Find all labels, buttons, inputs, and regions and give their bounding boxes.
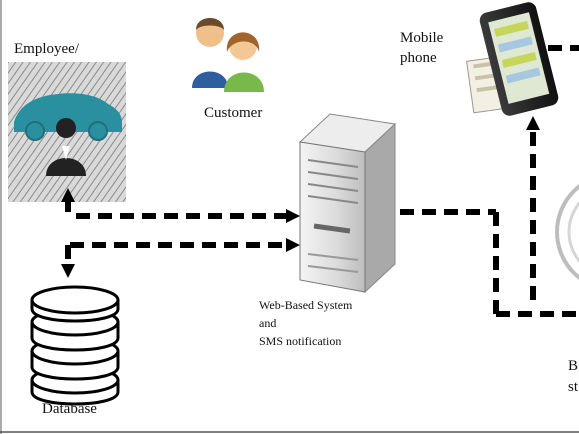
database-icon: [30, 285, 120, 406]
mobile-label-line1: Mobile: [400, 30, 444, 46]
employee-label: Employee/: [14, 41, 79, 57]
arrowhead-server-1: [286, 209, 300, 223]
system-label-line1: Web-Based System: [259, 298, 353, 312]
bank-emblem-icon: [555, 184, 579, 280]
arrowhead-server-2: [286, 238, 300, 252]
database-label: Database: [42, 401, 97, 417]
cut-label-line2: st: [568, 379, 579, 395]
arrowhead-phone: [526, 116, 540, 130]
system-label-line2: and: [259, 316, 277, 330]
mobile-label-line2: phone: [400, 50, 437, 66]
web-server-icon: [298, 113, 397, 294]
customer-people-icon: [192, 18, 264, 92]
arrowhead-employee: [61, 188, 75, 202]
employee-car-icon: [8, 62, 126, 202]
customer-label: Customer: [204, 105, 263, 121]
mobile-phone-icon: [466, 2, 559, 116]
system-label-line3: SMS notification: [259, 334, 342, 348]
arrowhead-database: [61, 264, 75, 278]
cut-label-line1: B: [568, 358, 579, 374]
